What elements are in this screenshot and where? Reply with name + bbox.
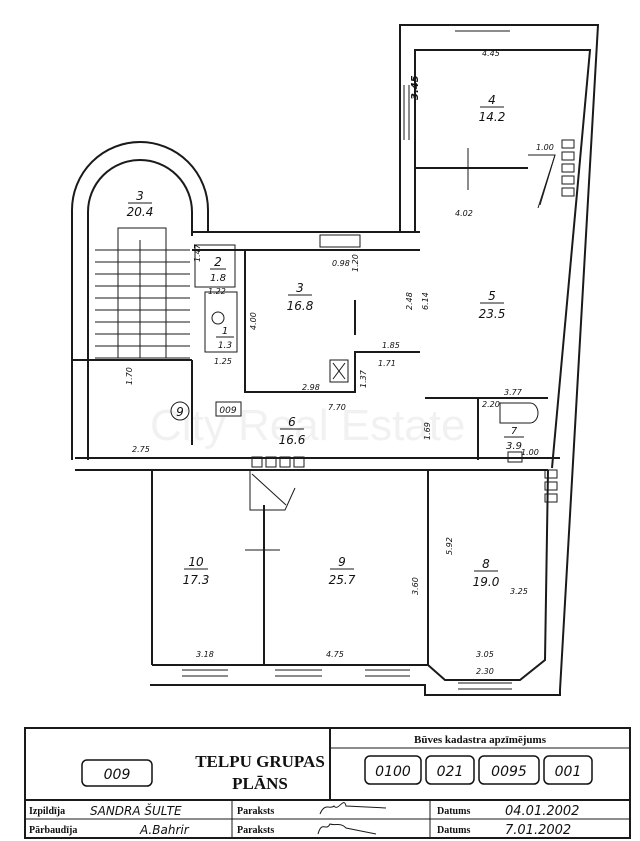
svg-text:14.2: 14.2 — [479, 110, 506, 124]
svg-text:1.3: 1.3 — [218, 341, 233, 351]
svg-text:17.3: 17.3 — [183, 573, 210, 587]
title-line1: TELPU GRUPAS — [195, 752, 325, 771]
title-line2: PLĀNS — [232, 774, 288, 793]
svg-text:009: 009 — [219, 406, 236, 416]
checked-by-name: A.Bahrir — [139, 823, 190, 837]
svg-text:9: 9 — [176, 405, 184, 419]
svg-text:9: 9 — [338, 555, 346, 569]
title-block: 009 TELPU GRUPAS PLĀNS Būves kadastra ap… — [24, 727, 631, 839]
room-5: 523.5 — [479, 289, 506, 321]
cadastre-code-2: 021 — [425, 755, 475, 785]
svg-text:021: 021 — [437, 764, 464, 780]
svg-text:3: 3 — [136, 189, 144, 203]
svg-text:1.70: 1.70 — [125, 367, 134, 385]
group-number-box: 009 — [81, 759, 153, 787]
date-1: 04.01.2002 — [505, 804, 579, 819]
svg-text:3.9: 3.9 — [506, 441, 522, 452]
svg-text:3.77: 3.77 — [504, 388, 523, 397]
svg-text:0.98: 0.98 — [332, 259, 350, 268]
cadastre-code-4: 001 — [543, 755, 593, 785]
walls — [71, 24, 600, 696]
svg-text:1.8: 1.8 — [210, 273, 226, 284]
svg-text:19.0: 19.0 — [473, 575, 500, 589]
svg-text:1.25: 1.25 — [214, 357, 232, 366]
svg-text:2.30: 2.30 — [476, 667, 494, 676]
executed-by-name: SANDRA ŠULTE — [90, 803, 182, 818]
svg-text:16.8: 16.8 — [287, 299, 314, 313]
svg-text:8: 8 — [482, 557, 490, 571]
svg-text:009: 009 — [104, 767, 131, 783]
svg-text:2: 2 — [214, 255, 222, 269]
svg-text:1.00: 1.00 — [536, 143, 554, 152]
watermark: City Real Estate — [150, 401, 465, 450]
svg-text:1.71: 1.71 — [378, 359, 396, 368]
room-6: 616.6 — [279, 415, 306, 447]
svg-text:3.18: 3.18 — [196, 650, 214, 659]
svg-text:10: 10 — [188, 555, 204, 569]
svg-text:7: 7 — [511, 426, 518, 437]
svg-text:1.00: 1.00 — [521, 448, 539, 457]
room-2: 21.8 — [210, 255, 226, 284]
executed-by-label: Izpildīja — [29, 806, 65, 817]
room-7: 73.9 — [504, 426, 524, 452]
svg-text:0095: 0095 — [491, 764, 527, 780]
signature-label-1: Paraksts — [237, 806, 274, 817]
svg-text:1.22: 1.22 — [208, 287, 226, 296]
cadastre-header: Būves kadastra apzīmējums — [414, 734, 547, 746]
room-8: 819.0 — [473, 557, 500, 589]
svg-text:4.00: 4.00 — [249, 312, 258, 330]
dimensions: 4.45 3.45 1.00 4.02 6.14 2.48 3.77 2.20 … — [125, 49, 554, 676]
svg-text:5.92: 5.92 — [445, 537, 454, 555]
svg-text:1.69: 1.69 — [423, 422, 432, 440]
svg-text:2.48: 2.48 — [405, 292, 414, 310]
entrance-marker: 9 — [170, 401, 190, 421]
svg-text:4.45: 4.45 — [482, 49, 500, 58]
room-stair: 320.4 — [127, 189, 154, 219]
svg-text:3.45: 3.45 — [410, 75, 421, 100]
svg-text:2.98: 2.98 — [302, 383, 320, 392]
svg-text:5: 5 — [488, 289, 496, 303]
date-label-2: Datums — [437, 825, 470, 836]
room-labels: 320.4 21.8 11.3 316.8 414.2 523.5 616.6 … — [127, 93, 524, 589]
room-1: 11.3 — [216, 326, 234, 351]
svg-text:0100: 0100 — [375, 764, 411, 780]
svg-text:6: 6 — [288, 415, 296, 429]
svg-text:2.75: 2.75 — [132, 445, 150, 454]
svg-text:3.05: 3.05 — [476, 650, 494, 659]
group-code-marker: 009 — [215, 401, 242, 417]
room-10: 10 17.3 — [183, 555, 210, 587]
svg-text:3.25: 3.25 — [510, 587, 528, 596]
svg-text:6.14: 6.14 — [421, 292, 430, 310]
svg-text:3.60: 3.60 — [411, 577, 420, 595]
checked-by-label: Pārbaudīja — [29, 825, 77, 836]
svg-text:16.6: 16.6 — [279, 433, 306, 447]
svg-text:4.02: 4.02 — [455, 209, 473, 218]
svg-text:1.85: 1.85 — [382, 341, 400, 350]
svg-text:20.4: 20.4 — [127, 205, 154, 219]
date-label-1: Datums — [437, 806, 470, 817]
room-9: 925.7 — [329, 555, 356, 587]
cadastre-code-3: 0095 — [478, 755, 540, 785]
svg-text:4.75: 4.75 — [326, 650, 344, 659]
svg-text:25.7: 25.7 — [329, 573, 356, 587]
svg-text:4: 4 — [488, 93, 496, 107]
svg-text:2.20: 2.20 — [482, 400, 500, 409]
signature-label-2: Paraksts — [237, 825, 274, 836]
date-2: 7.01.2002 — [505, 823, 571, 838]
room-3-kitchen: 316.8 — [287, 281, 314, 313]
svg-text:23.5: 23.5 — [479, 307, 506, 321]
svg-text:001: 001 — [555, 764, 582, 780]
svg-text:7.70: 7.70 — [328, 403, 346, 412]
svg-text:1.20: 1.20 — [351, 254, 360, 272]
signature-1 — [319, 802, 387, 815]
room-4: 414.2 — [479, 93, 506, 124]
svg-text:1.37: 1.37 — [359, 369, 368, 388]
svg-text:1.47: 1.47 — [193, 243, 202, 262]
cadastre-code-1: 0100 — [364, 755, 422, 785]
svg-text:3: 3 — [296, 281, 304, 295]
signature-2 — [317, 823, 377, 835]
svg-text:1: 1 — [222, 326, 228, 337]
